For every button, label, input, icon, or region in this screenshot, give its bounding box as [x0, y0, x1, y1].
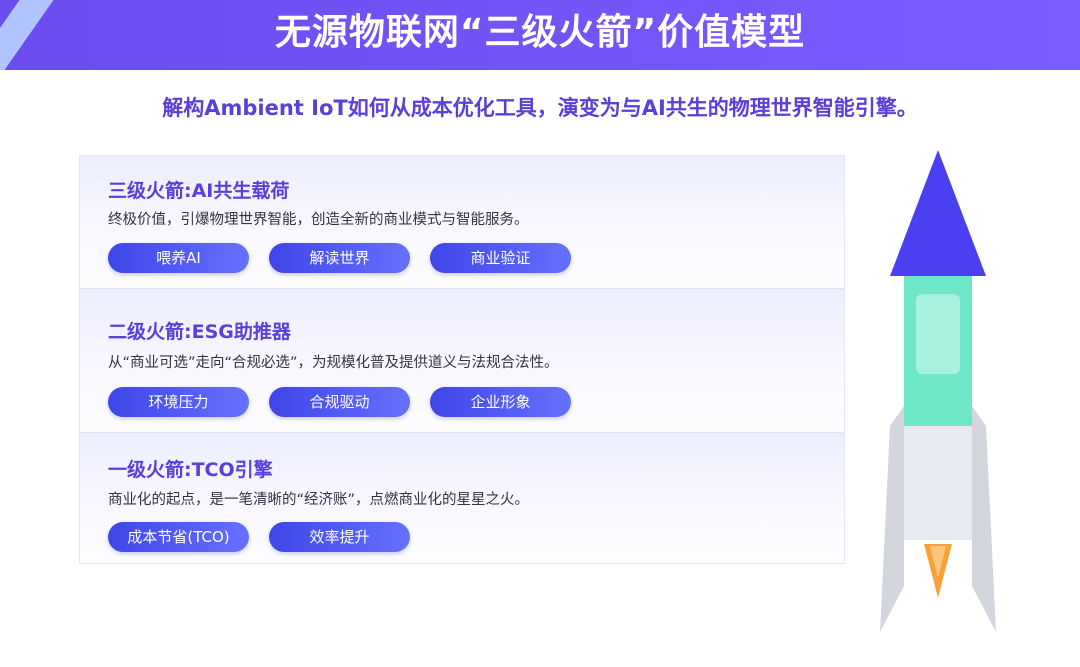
- rocket-base: [904, 424, 972, 540]
- tier-description: 终极价值，引爆物理世界智能，创造全新的商业模式与智能服务。: [108, 212, 529, 228]
- page-subtitle: 解构Ambient IoT如何从成本优化工具，演变为与AI共生的物理世界智能引擎…: [162, 96, 918, 120]
- tier-panel: 三级火箭:AI共生载荷 终极价值，引爆物理世界智能，创造全新的商业模式与智能服务…: [79, 155, 845, 564]
- rocket-window: [916, 294, 960, 374]
- tag-pill: 喂养AI: [108, 243, 249, 273]
- page-title: 无源物联网“三级火箭”价值模型: [274, 12, 806, 53]
- rocket-flame-core: [930, 546, 946, 578]
- tier-title: 一级火箭:TCO引擎: [108, 459, 273, 481]
- tag-pill: 合规驱动: [269, 387, 410, 417]
- tag-pill: 企业形象: [430, 387, 571, 417]
- tag-pill: 环境压力: [108, 387, 249, 417]
- rocket-right-fin: [972, 406, 996, 632]
- rocket-nose-cone: [890, 150, 986, 276]
- tag-pill: 解读世界: [269, 243, 410, 273]
- tier-card-second-stage: 二级火箭:ESG助推器 从“商业可选”走向“合规必选”，为规模化普及提供道义与法…: [80, 289, 844, 433]
- tier-card-third-stage: 三级火箭:AI共生载荷 终极价值，引爆物理世界智能，创造全新的商业模式与智能服务…: [80, 156, 844, 289]
- rocket-left-fin: [880, 406, 904, 632]
- tag-pill: 商业验证: [430, 243, 571, 273]
- tag-pill: 成本节省(TCO): [108, 522, 249, 552]
- tier-title: 二级火箭:ESG助推器: [108, 321, 291, 343]
- title-banner: 无源物联网“三级火箭”价值模型: [0, 0, 1080, 70]
- rocket-illustration: [880, 150, 996, 632]
- tier-description: 商业化的起点，是一笔清晰的“经济账”，点燃商业化的星星之火。: [108, 492, 530, 508]
- tier-title: 三级火箭:AI共生载荷: [108, 180, 290, 202]
- tag-pill: 效率提升: [269, 522, 410, 552]
- tier-description: 从“商业可选”走向“合规必选”，为规模化普及提供道义与法规合法性。: [108, 355, 559, 371]
- tier-card-first-stage: 一级火箭:TCO引擎 商业化的起点，是一笔清晰的“经济账”，点燃商业化的星星之火…: [80, 433, 844, 563]
